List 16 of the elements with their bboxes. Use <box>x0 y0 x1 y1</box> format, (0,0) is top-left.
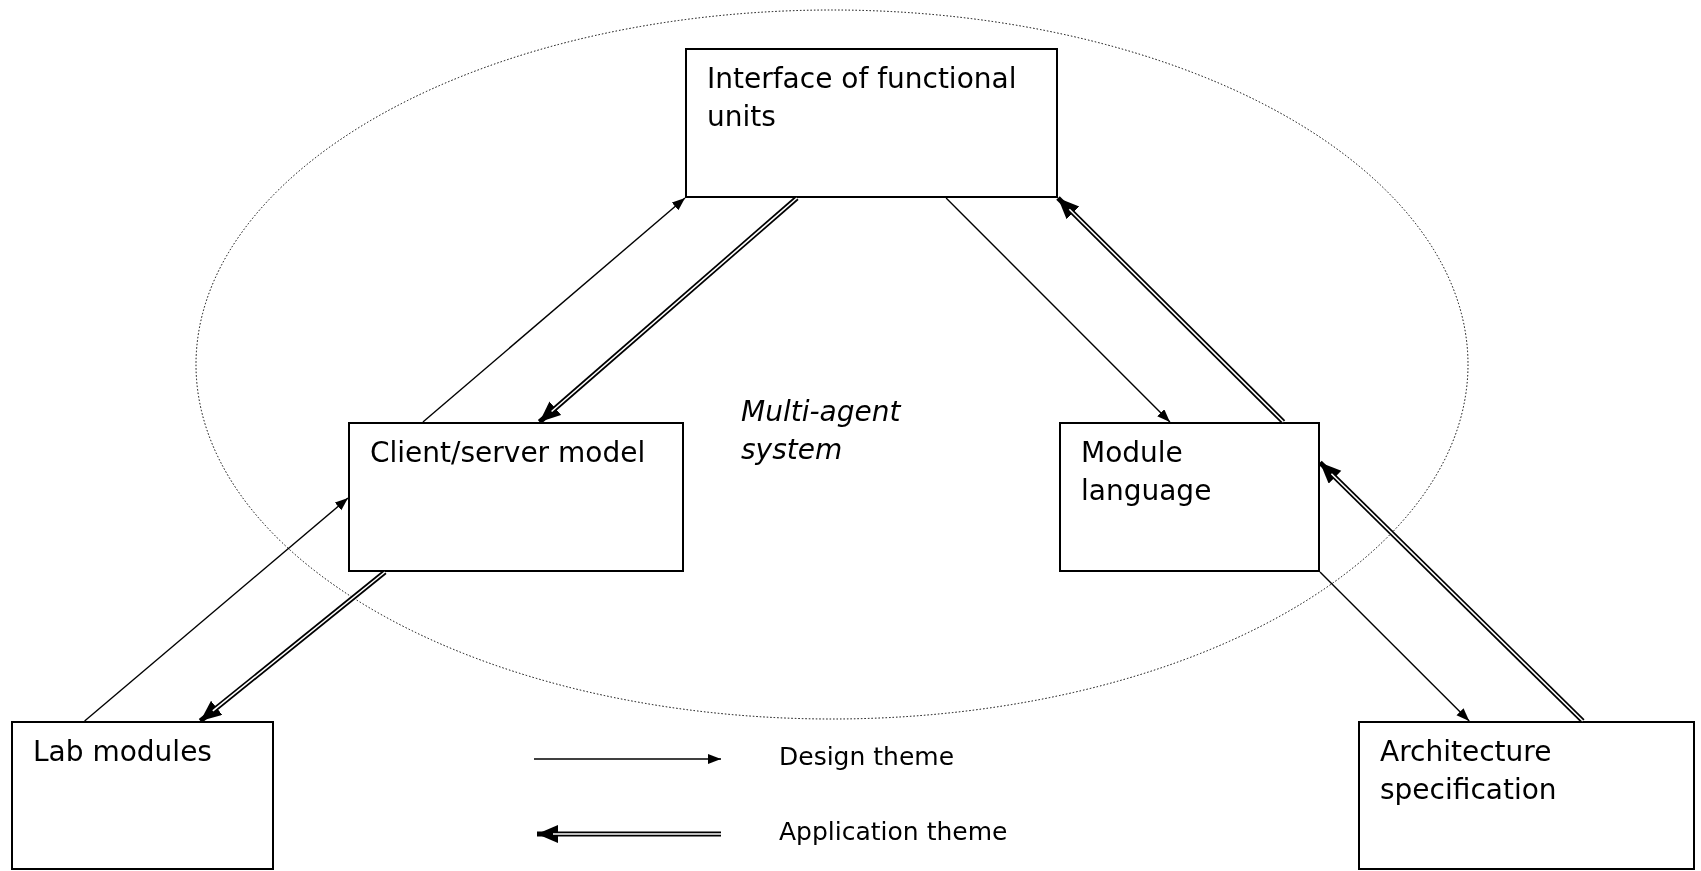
legend-text: Application theme <box>779 817 1008 847</box>
double-line-arrow <box>1318 460 1585 723</box>
arrow <box>945 197 1171 423</box>
double-line-arrow <box>198 570 387 723</box>
double-line-arrow <box>537 196 799 424</box>
process-box: Client/server model <box>348 422 684 572</box>
process-box: Module language <box>1059 422 1320 572</box>
process-box: Architecture specification <box>1358 721 1695 870</box>
legend-text: Design theme <box>779 742 955 772</box>
group-label: Multi-agent system <box>741 394 903 468</box>
process-box: Interface of functional units <box>685 48 1058 198</box>
arrow <box>422 197 686 423</box>
arrow <box>83 497 349 722</box>
process-box: Lab modules <box>11 721 274 870</box>
double-line-arrow <box>1056 196 1286 424</box>
arrow <box>1319 571 1470 722</box>
